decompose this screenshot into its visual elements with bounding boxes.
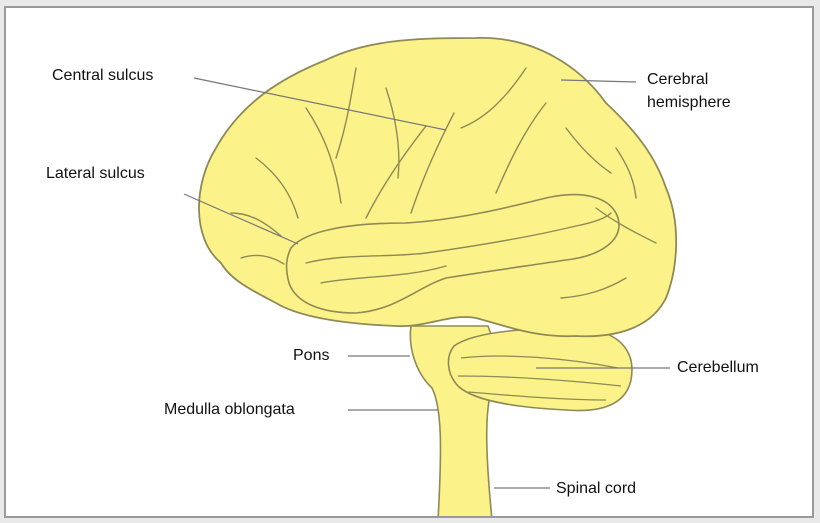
diagram-frame: Central sulcus Cerebral hemisphere Later… — [4, 6, 814, 518]
label-spinal-cord: Spinal cord — [556, 479, 636, 498]
label-lateral-sulcus: Lateral sulcus — [46, 164, 145, 183]
cerebral-hemisphere-shape — [199, 38, 676, 336]
label-pons: Pons — [293, 346, 329, 365]
label-cerebral-hemisphere-line2: hemisphere — [647, 93, 731, 112]
label-medulla-oblongata: Medulla oblongata — [164, 400, 295, 419]
label-central-sulcus: Central sulcus — [52, 66, 153, 85]
label-cerebellum: Cerebellum — [677, 358, 759, 377]
label-cerebral-hemisphere-line1: Cerebral — [647, 70, 708, 89]
